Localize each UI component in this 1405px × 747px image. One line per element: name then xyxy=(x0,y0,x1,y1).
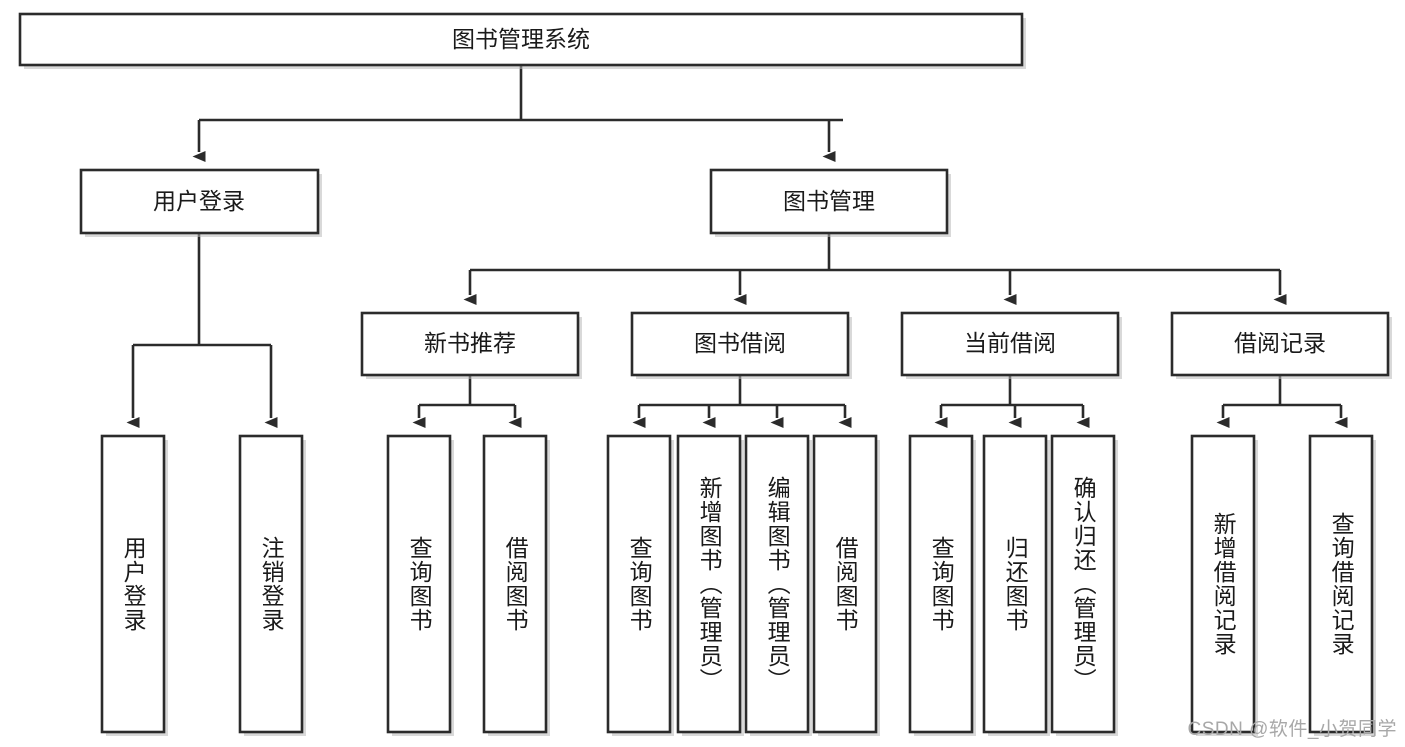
leaf-node-confirm-return[interactable]: 确认归还（管理员） xyxy=(1050,434,1118,736)
leaf-add-book-text-area: 新增图书（管理员） xyxy=(696,476,723,692)
leaf-layer: 用户登录 注销登录 查询图书 xyxy=(100,434,1376,736)
user-login-label: 用户登录 xyxy=(153,188,245,214)
leaf-edit-book-text-area: 编辑图书（管理员） xyxy=(764,476,791,692)
leaf-query-book-3-text-area: 查询图书 xyxy=(928,536,955,632)
leaf-query-book-2-text-area: 查询图书 xyxy=(626,536,653,632)
leaf-node-query-book-3[interactable]: 查询图书 xyxy=(908,434,976,736)
node-borrow-record[interactable]: 借阅记录 xyxy=(1170,311,1392,379)
root-label: 图书管理系统 xyxy=(452,26,590,52)
leaf-user-logout-box[interactable] xyxy=(238,434,304,734)
leaf-add-book-label: 新增图书（管理员） xyxy=(696,476,723,692)
leaf-user-logout-label: 注销登录 xyxy=(258,536,285,632)
leaf-node-user-login[interactable]: 用户登录 xyxy=(100,434,168,736)
leaf-edit-book-box[interactable] xyxy=(744,434,810,734)
leaf-node-borrow-book-1[interactable]: 借阅图书 xyxy=(482,434,550,736)
leaf-borrow-book-2-label: 借阅图书 xyxy=(832,536,859,632)
root-box[interactable] xyxy=(18,12,1024,67)
leaf-query-book-2-label: 查询图书 xyxy=(626,536,653,632)
leaf-add-book-box[interactable] xyxy=(676,434,742,734)
leaf-confirm-return-label: 确认归还（管理员） xyxy=(1070,476,1097,692)
node-user-login[interactable]: 用户登录 xyxy=(79,168,322,237)
leaf-node-user-logout[interactable]: 注销登录 xyxy=(238,434,306,736)
leaf-query-book-3-box[interactable] xyxy=(908,434,974,734)
leaf-query-record-label: 查询借阅记录 xyxy=(1328,512,1355,656)
leaf-user-login-box[interactable] xyxy=(100,434,166,734)
leaf-query-book-3-label: 查询图书 xyxy=(928,536,955,632)
leaf-user-login-label: 用户登录 xyxy=(120,536,147,632)
leaf-node-edit-book[interactable]: 编辑图书（管理员） xyxy=(744,434,812,736)
leaf-borrow-book-2-text-area: 借阅图书 xyxy=(832,536,859,632)
connector-layer xyxy=(126,65,1348,428)
leaf-user-login-text-area: 用户登录 xyxy=(120,536,147,632)
leaf-return-book-text-area: 归还图书 xyxy=(1002,536,1029,632)
new-book-recommend-box[interactable] xyxy=(360,311,580,377)
new-book-recommend-label: 新书推荐 xyxy=(424,330,516,356)
leaf-node-query-record[interactable]: 查询借阅记录 xyxy=(1308,434,1376,736)
leaf-borrow-book-2-box[interactable] xyxy=(812,434,878,734)
node-new-book-recommend[interactable]: 新书推荐 xyxy=(360,311,582,379)
leaf-confirm-return-text-area: 确认归还（管理员） xyxy=(1070,476,1097,692)
leaf-edit-book-label: 编辑图书（管理员） xyxy=(764,476,791,692)
leaf-node-return-book[interactable]: 归还图书 xyxy=(982,434,1050,736)
borrow-record-box[interactable] xyxy=(1170,311,1390,377)
current-borrow-box[interactable] xyxy=(900,311,1120,377)
book-manage-label: 图书管理 xyxy=(783,188,875,214)
leaf-return-book-box[interactable] xyxy=(982,434,1048,734)
book-manage-box[interactable] xyxy=(709,168,949,235)
leaf-confirm-return-box[interactable] xyxy=(1050,434,1116,734)
leaf-query-book-1-text-area: 查询图书 xyxy=(406,536,433,632)
leaf-query-book-1-box[interactable] xyxy=(386,434,452,734)
leaf-add-record-text-area: 新增借阅记录 xyxy=(1210,512,1237,656)
user-login-box[interactable] xyxy=(79,168,320,235)
leaf-node-query-book-2[interactable]: 查询图书 xyxy=(606,434,674,736)
node-book-manage[interactable]: 图书管理 xyxy=(709,168,951,237)
current-borrow-label: 当前借阅 xyxy=(964,330,1056,356)
book-borrow-box[interactable] xyxy=(630,311,850,377)
leaf-add-record-box[interactable] xyxy=(1190,434,1256,734)
leaf-node-query-book-1[interactable]: 查询图书 xyxy=(386,434,454,736)
leaf-borrow-book-1-label: 借阅图书 xyxy=(502,536,529,632)
leaf-query-record-text-area: 查询借阅记录 xyxy=(1328,512,1355,656)
leaf-borrow-book-1-text-area: 借阅图书 xyxy=(502,536,529,632)
node-book-borrow[interactable]: 图书借阅 xyxy=(630,311,852,379)
leaf-node-add-record[interactable]: 新增借阅记录 xyxy=(1190,434,1258,736)
leaf-return-book-label: 归还图书 xyxy=(1002,536,1029,632)
leaf-node-add-book[interactable]: 新增图书（管理员） xyxy=(676,434,744,736)
node-root[interactable]: 图书管理系统 xyxy=(18,12,1026,69)
leaf-add-record-label: 新增借阅记录 xyxy=(1210,512,1237,656)
leaf-query-book-1-label: 查询图书 xyxy=(406,536,433,632)
book-borrow-label: 图书借阅 xyxy=(694,330,786,356)
leaf-node-borrow-book-2[interactable]: 借阅图书 xyxy=(812,434,880,736)
leaf-borrow-book-1-box[interactable] xyxy=(482,434,548,734)
leaf-query-record-box[interactable] xyxy=(1308,434,1374,734)
borrow-record-label: 借阅记录 xyxy=(1234,330,1326,356)
leaf-query-book-2-box[interactable] xyxy=(606,434,672,734)
node-current-borrow[interactable]: 当前借阅 xyxy=(900,311,1122,379)
leaf-user-logout-text-area: 注销登录 xyxy=(258,536,285,632)
